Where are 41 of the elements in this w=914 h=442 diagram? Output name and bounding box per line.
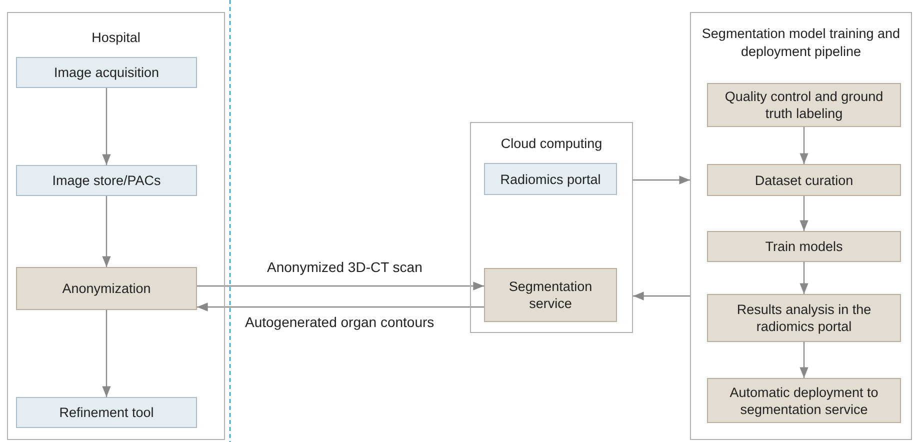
box-label: Results analysis in the radiomics portal [736,301,872,335]
group-panel [470,122,633,333]
arrow [800,262,808,294]
panel-heading: Segmentation model training and deployment pipeline [700,25,902,61]
box-label: Anonymization [61,280,152,297]
process-box [707,378,901,423]
box-label: Automatic deployment to segmentation service [728,384,880,418]
arrow [197,302,484,312]
arrow [102,196,111,267]
process-box [16,165,197,196]
box-label: Refinement tool [58,404,155,421]
process-box [707,231,901,262]
process-box [484,163,617,195]
arrow [102,310,111,397]
box-label: Image acquisition [52,64,160,81]
process-box [16,267,197,310]
arrow [800,342,808,378]
arrow [800,127,808,164]
edge-label: Autogenerated organ contours [243,314,436,330]
box-label: Image store/PACs [51,172,162,189]
box-label: Radiomics portal [499,170,602,188]
box-label: Quality control and ground truth labeling [724,88,884,122]
process-box [707,294,901,342]
edge-label: Anonymized 3D-CT scan [265,259,424,275]
group-panel [690,12,912,440]
arrow [800,196,808,231]
process-box [16,397,197,428]
arrow [102,88,111,165]
panel-heading: Cloud computing [500,135,604,153]
panel-heading: Hospital [90,29,142,47]
group-panel [7,12,225,440]
box-label: Dataset curation [754,172,854,188]
arrow [197,282,484,290]
arrow [633,292,690,300]
process-box [16,57,197,88]
box-label: Train models [764,238,844,255]
process-box [707,83,901,127]
process-box [707,164,901,196]
arrow [633,176,690,184]
box-label: Segmentation service [508,278,594,312]
process-box [484,268,617,322]
